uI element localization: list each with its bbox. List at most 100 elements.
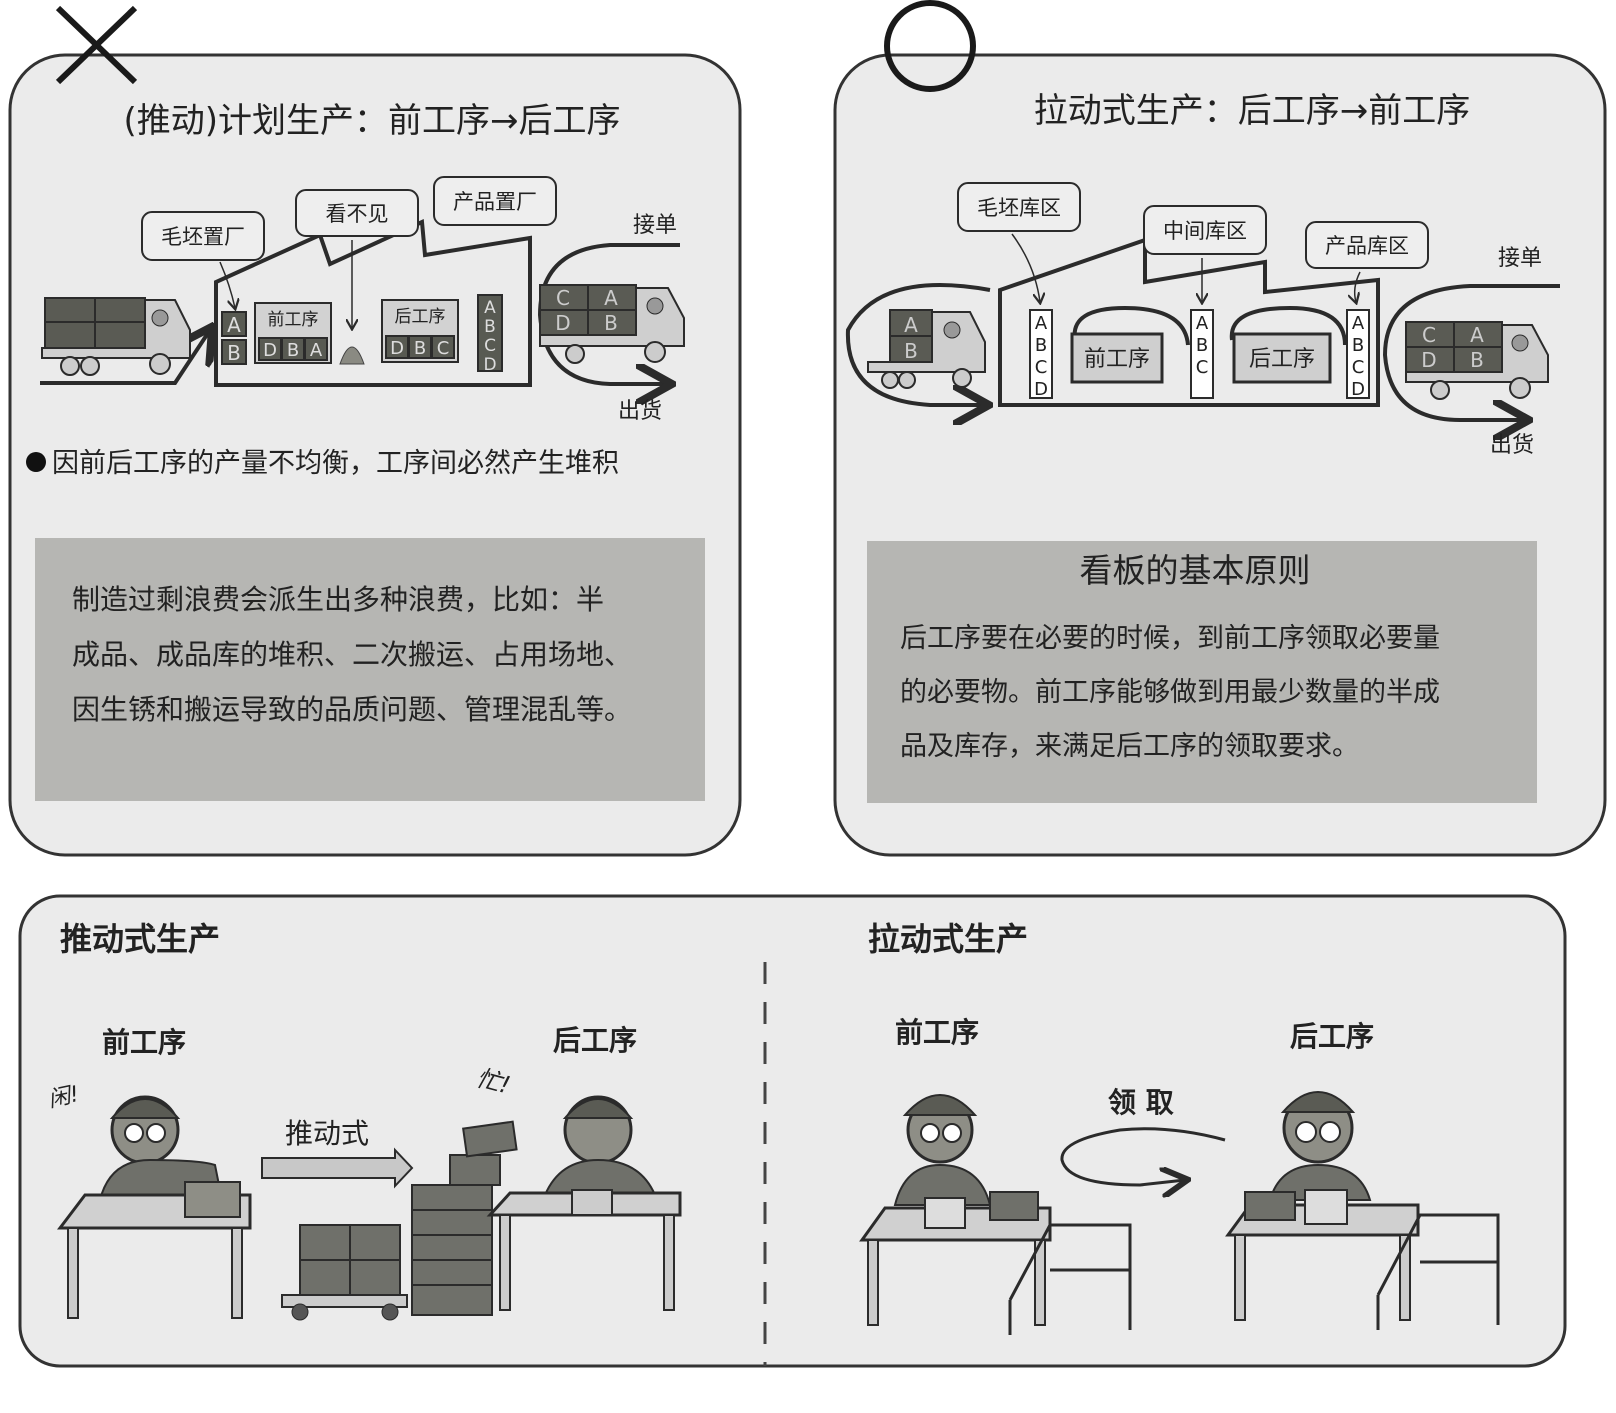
push-cart (281, 1224, 408, 1321)
back-process-box: 后工序 (1232, 332, 1332, 384)
front-process-station: 前工序 D B A (254, 302, 332, 364)
bubble-product-yard: 产品置厂 (433, 176, 557, 226)
label: 毛坯置厂 (161, 225, 245, 249)
push-arrow-icon (261, 1147, 414, 1189)
raw-stock-column: A B C D (1029, 309, 1053, 400)
cross-mark-icon (55, 5, 138, 85)
description-line: 制造过剩浪费会派生出多种浪费，比如：半 (72, 583, 604, 616)
comparison-panel: 推动式生产 前工序 后工序 闲! 忙! 推动式 (18, 894, 1567, 1368)
label: A (904, 313, 918, 337)
ship-label: 出货 (1490, 433, 1534, 458)
front-process-label: 前工序 (102, 1026, 186, 1059)
label: A (310, 340, 323, 361)
label: C (1035, 357, 1048, 378)
label: D (263, 340, 277, 361)
label: D (1351, 379, 1365, 400)
label: 产品库区 (1325, 234, 1409, 258)
truck-icon (41, 297, 191, 376)
pull-panel: 拉动式生产：后工序→前工序 A B 毛坯库区 中间库区 产品库区 (833, 0, 1607, 857)
front-worker-illustration (893, 1094, 992, 1206)
label: 后工序 (1249, 347, 1315, 372)
label: C (1196, 357, 1209, 378)
pull-panel-title: 拉动式生产：后工序→前工序 (1034, 91, 1471, 131)
label: C (484, 336, 496, 356)
description-line: 因生锈和搬运导致的品质问题、管理混乱等。 (72, 693, 632, 726)
bullet-note: 因前后工序的产量不均衡，工序间必然产生堆积 (52, 448, 619, 479)
label: C (1422, 323, 1436, 347)
label: B (1470, 348, 1484, 372)
receive-order-label: 接单 (633, 213, 677, 238)
label: D (1421, 348, 1436, 372)
label: 后工序 (395, 307, 446, 327)
product-stock: A B C D (477, 294, 503, 375)
label: 前工序 (268, 310, 319, 330)
bubble-invisible: 看不见 (295, 189, 419, 328)
push-panel: (推动)计划生产：前工序→后工序 毛坯置厂 看不见 产品 (8, 5, 742, 857)
label: D (1034, 379, 1048, 400)
ship-label: 出货 (618, 399, 662, 424)
front-process-box: 前工序 (1070, 332, 1164, 384)
product-stock-column: A B C D (1346, 309, 1370, 400)
label: 毛坯库区 (977, 196, 1061, 220)
raw-stock: A B (221, 311, 247, 365)
factory-outline (214, 219, 532, 387)
receive-order-label: 接单 (1498, 246, 1542, 271)
circle-mark-icon (884, 0, 976, 92)
pull-arrow-label: 领 取 (1108, 1086, 1174, 1119)
label: B (484, 317, 496, 337)
accumulated-pile (339, 346, 365, 365)
bubble-raw-warehouse: 毛坯库区 (957, 182, 1081, 302)
label: B (227, 341, 241, 365)
bubble-product-warehouse: 产品库区 (1305, 221, 1429, 302)
back-table (1225, 1189, 1500, 1330)
label: B (287, 340, 299, 361)
principle-line: 后工序要在必要的时候，到前工序领取必要量 (900, 623, 1440, 654)
label: A (1352, 313, 1365, 334)
back-process-label: 后工序 (1290, 1020, 1374, 1053)
busy-worker-illustration (543, 1095, 657, 1196)
principle-line: 品及库存，来满足后工序的领取要求。 (900, 731, 1359, 762)
back-process-station: 后工序 D B C (381, 299, 459, 363)
front-table (56, 1181, 252, 1319)
label: 中间库区 (1163, 219, 1247, 243)
label: B (414, 338, 426, 359)
principle-title: 看板的基本原则 (1080, 551, 1311, 590)
label: 前工序 (1084, 347, 1150, 372)
label: D (555, 311, 570, 335)
back-process-label: 后工序 (553, 1024, 637, 1057)
label: B (1352, 335, 1364, 356)
truck-out-icon: C A D B (1405, 321, 1549, 400)
label: D (390, 338, 404, 359)
label: A (484, 298, 496, 318)
middle-stock-column: A B C (1190, 309, 1214, 399)
principle-line: 的必要物。前工序能够做到用最少数量的半成 (900, 677, 1440, 708)
label: 产品置厂 (453, 190, 537, 214)
truck-in-icon: A B (867, 309, 986, 389)
pull-loop-arrow (1060, 1127, 1226, 1185)
label: 看不见 (326, 202, 389, 226)
description-line: 成品、成品库的堆积、二次搬运、占用场地、 (72, 638, 632, 671)
label: C (1352, 357, 1365, 378)
front-table (859, 1191, 1132, 1335)
factory-outline (998, 237, 1380, 407)
label: D (483, 355, 496, 375)
description-box (35, 538, 705, 801)
label: A (1470, 323, 1484, 347)
label: B (1196, 335, 1208, 356)
pull-section-title: 拉动式生产 (868, 920, 1028, 958)
label: A (604, 286, 618, 310)
loop-arrow (1229, 305, 1347, 346)
label: A (1196, 313, 1209, 334)
push-arrow-label: 推动式 (285, 1117, 369, 1150)
back-table (486, 1189, 682, 1311)
label: C (556, 286, 570, 310)
bubble-raw-yard: 毛坯置厂 (141, 211, 265, 308)
box-pile (411, 1120, 518, 1316)
push-panel-title: (推动)计划生产：前工序→后工序 (123, 101, 620, 141)
label: B (604, 311, 618, 335)
bullet-icon (26, 452, 46, 472)
front-process-label: 前工序 (895, 1016, 979, 1049)
push-section-title: 推动式生产 (60, 920, 220, 958)
label: A (1035, 313, 1048, 334)
